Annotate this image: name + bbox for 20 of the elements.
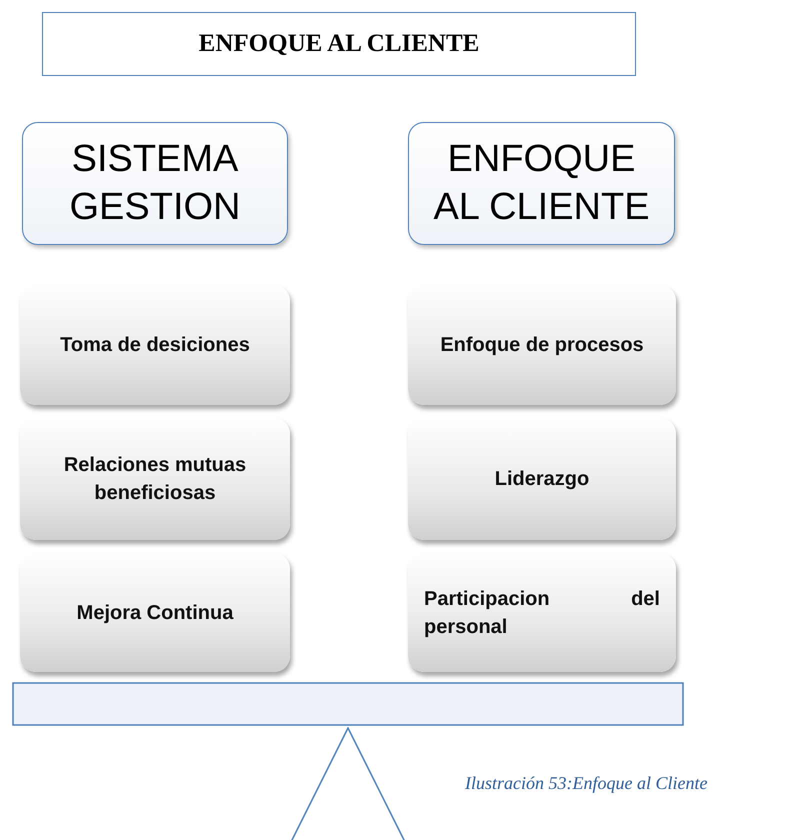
- card-text: Enfoque de procesos: [439, 333, 645, 358]
- card-text: Liderazgo: [494, 467, 590, 492]
- fulcrum-triangle: [290, 727, 406, 840]
- heading-box: [408, 122, 675, 245]
- principle-card: [20, 285, 290, 405]
- title: ENFOQUE AL CLIENTE: [42, 12, 636, 76]
- card-text: Participacion del personal: [423, 586, 661, 640]
- heading-box: [22, 122, 288, 245]
- card-text: Relaciones mutuas beneficiosas: [62, 453, 248, 506]
- card-text: Mejora Continua: [76, 600, 234, 626]
- principle-card: [20, 553, 290, 672]
- principle-card: [408, 285, 676, 405]
- principle-card: [408, 418, 676, 540]
- principle-card: [408, 553, 676, 672]
- card-text: Toma de desiciones: [59, 333, 251, 358]
- caption: Ilustración 53:Enfoque al Cliente: [465, 773, 708, 794]
- beam-bar: [12, 682, 684, 726]
- heading-text: SISTEMA GESTION: [68, 137, 242, 230]
- heading-text: ENFOQUE AL CLIENTE: [432, 137, 651, 230]
- principle-card: [20, 418, 290, 540]
